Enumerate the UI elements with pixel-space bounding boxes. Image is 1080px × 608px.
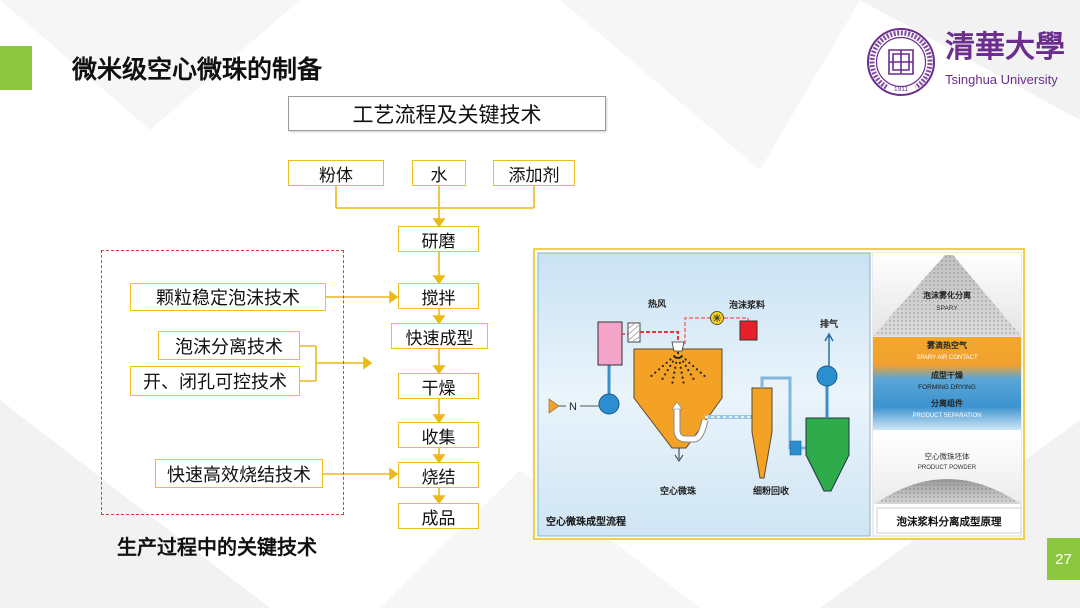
exhaust-outlet-arrow: [824, 332, 834, 366]
university-name-chinese: 清華大學: [945, 30, 1065, 65]
input-powder: 粉体: [288, 160, 384, 186]
bag-filter: [805, 417, 850, 492]
step-rapid-forming: 快速成型: [391, 323, 488, 349]
drying-zone: [873, 337, 1021, 430]
air-filter-hatch: [628, 323, 640, 342]
foam-slurry-tank: [739, 320, 758, 341]
seal-emblem: [888, 49, 914, 75]
bracket-arrow-foam-separation-and-pore-control: [300, 345, 373, 382]
key-technologies-caption: 生产过程中的关键技术: [117, 537, 317, 559]
stage-powder-en: PRODUCT POWDER: [918, 465, 977, 471]
nitrogen-label: N: [569, 401, 577, 413]
arrow-collecting-to-sintering: [432, 448, 446, 464]
flow-diagram-caption: 空心微珠成型流程: [546, 515, 626, 528]
nitrogen-inlet-arrow: [548, 398, 560, 414]
step-collecting: 收集: [398, 422, 479, 448]
title-accent-block: [0, 46, 32, 90]
stage-air-contact-en: SPARY AIR CONTACT: [916, 355, 978, 361]
product-outlet-arrow: [674, 448, 684, 462]
fines-recovery-label: 细粉回收: [753, 485, 789, 496]
hot-air-label: 热风: [648, 298, 666, 309]
powder-pile-texture: [875, 479, 1021, 504]
product-return-tube: [674, 408, 708, 442]
exhaust-label: 排气: [820, 318, 838, 329]
stage-air-contact-cn: 雾滴热空气: [926, 340, 967, 350]
arrow-foam-stabilization-to-stirring: [326, 290, 399, 304]
principle-caption-box: [876, 507, 1022, 534]
atomizer-nozzle: [671, 341, 685, 352]
seal-year: 1911: [894, 86, 908, 93]
tech-foam-separation: 泡沫分离技术: [158, 331, 300, 360]
step-drying: 干燥: [398, 373, 479, 399]
key-technologies-frame: [101, 250, 344, 515]
spray-drying-chamber: [633, 348, 723, 449]
air-heater: [597, 321, 623, 366]
input-additive: 添加剂: [493, 160, 575, 186]
university-name-english: Tsinghua University: [945, 72, 1058, 87]
stage-spray-cn: 泡沫雾化分离: [923, 290, 971, 300]
process-header: 工艺流程及关键技术: [288, 96, 606, 131]
principle-caption: 泡沫浆料分离成型原理: [897, 515, 1002, 528]
hot-air-line: [640, 331, 679, 344]
spray-drying-figure: N 热风 泡沫浆料 空心微珠 细粉回收 排气 空心微珠成型流程: [533, 248, 1025, 540]
inputs-merge-arrow: [335, 186, 535, 228]
page-number: 27: [1047, 538, 1080, 580]
step-finished-product: 成品: [398, 503, 479, 529]
background-facets-light: [0, 0, 860, 608]
input-water: 水: [412, 160, 466, 186]
step-sintering: 烧结: [398, 462, 479, 488]
step-stirring: 搅拌: [398, 283, 479, 309]
foam-slurry-label: 泡沫浆料: [729, 299, 765, 310]
seal-lettering-ring: [869, 30, 933, 90]
arrow-forming-to-drying: [432, 349, 446, 375]
stage-forming-drying-en: FORMING DRYING: [918, 384, 976, 391]
tech-particle-stabilized-foam: 颗粒稳定泡沫技术: [130, 283, 326, 311]
product-label: 空心微珠: [660, 485, 697, 496]
stage-spray-en: SPARY: [936, 305, 958, 312]
return-tube-arrow: [671, 401, 683, 410]
step-grinding: 研磨: [398, 226, 479, 252]
stage-separation-en: PRODUCT SEPARATION: [912, 413, 981, 419]
inlet-fan: [598, 393, 620, 415]
arrow-grinding-to-stirring: [432, 252, 446, 285]
tech-rapid-sintering: 快速高效烧结技术: [155, 459, 323, 488]
arrow-drying-to-collecting: [432, 399, 446, 424]
atomized-droplets: [647, 351, 709, 387]
exhaust-fan: [816, 365, 838, 387]
stage-forming-drying-cn: 成型干燥: [931, 370, 964, 380]
stage-separation-cn: 分离组件: [931, 398, 963, 408]
slide-title: 微米级空心微珠的制备: [72, 56, 323, 84]
stage-powder-cn: 空心微珠坯体: [925, 451, 970, 461]
arrow-sintering-tech-to-sintering: [323, 467, 399, 481]
arrow-stirring-to-forming: [432, 309, 446, 325]
feed-pump-star: [713, 314, 721, 322]
tech-open-closed-pore-control: 开、闭孔可控技术: [130, 366, 300, 396]
transfer-fan: [789, 440, 802, 456]
slurry-feed-line: [684, 317, 749, 344]
tsinghua-seal: 1911: [867, 28, 935, 96]
arrow-sintering-to-product: [432, 488, 446, 505]
cyclone-separator: [751, 387, 773, 479]
spray-cone-droplets: [873, 255, 1021, 336]
